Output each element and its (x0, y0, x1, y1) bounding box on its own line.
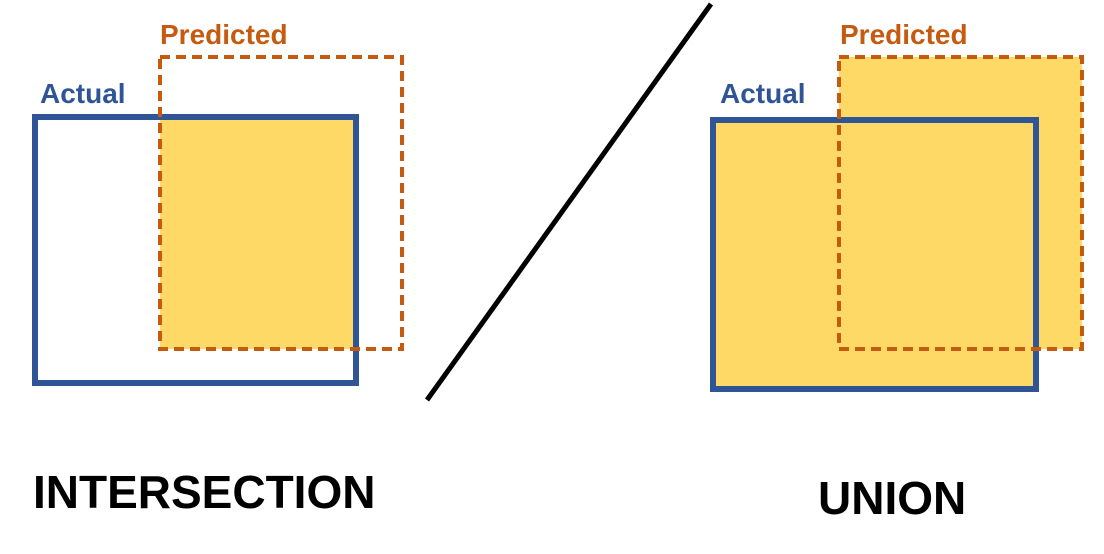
actual-label: Actual (40, 78, 126, 109)
intersection-panel: Actual Predicted INTERSECTION (32, 19, 404, 518)
actual-box (710, 117, 1039, 392)
intersection-area (160, 117, 356, 349)
division-slash (424, 2, 714, 402)
predicted-box (158, 55, 404, 351)
actual-label: Actual (720, 78, 806, 109)
union-panel: Actual Predicted UNION (710, 19, 1084, 524)
predicted-label: Predicted (840, 19, 968, 50)
predicted-label: Predicted (160, 19, 288, 50)
union-caption: UNION (818, 472, 966, 524)
predicted-box (837, 55, 1084, 351)
actual-box (32, 114, 359, 386)
intersection-caption: INTERSECTION (33, 466, 375, 518)
union-area-predicted (839, 57, 1082, 349)
